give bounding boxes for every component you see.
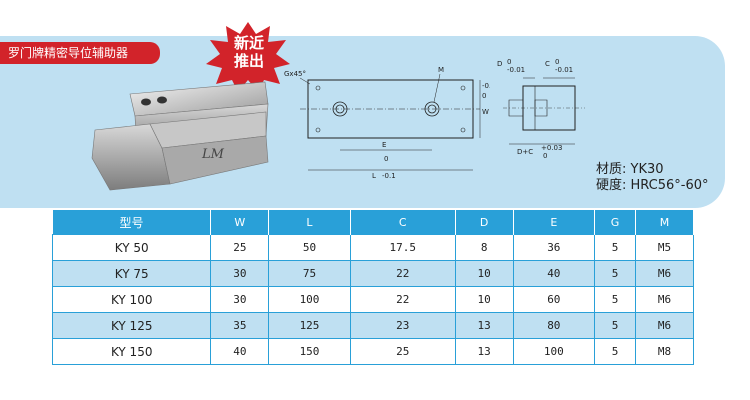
cell-d: 13 [454,312,514,339]
cell-m: M6 [635,286,694,313]
hardness-line: 硬度: HRC56°-60° [596,178,709,193]
spec-table-header-row: 型号 W L C D E G M [52,210,694,235]
cell-c: 22 [349,260,456,287]
header-m: M [635,210,694,235]
c-tol-upper: 0 [555,58,559,66]
d-label: D [497,60,502,68]
c-tol-lower: -0.01 [555,66,573,74]
spec-table: 型号 W L C D E G M KY 50 25 50 17.5 8 36 5… [51,210,694,365]
cell-d: 10 [454,286,514,313]
cell-model: KY 150 [51,338,212,365]
dc-tol-upper: +0.03 [541,144,562,152]
cell-c: 22 [349,286,456,313]
m-label: M [438,66,444,74]
cell-g: 5 [594,260,637,287]
part-logo: LM [201,147,225,162]
cell-m: M8 [635,338,694,365]
cell-m: M5 [635,234,694,261]
cell-w: 30 [210,260,270,287]
cell-c: 25 [349,338,456,365]
e-label: E [382,141,386,149]
cell-e: 100 [512,338,596,365]
header-g: G [594,210,637,235]
c-label: C [545,60,550,68]
chamfer-label: Gx45° [284,70,306,78]
cell-d: 8 [454,234,514,261]
cell-e: 60 [512,286,596,313]
cell-m: M6 [635,260,694,287]
cell-d: 10 [454,260,514,287]
cell-w: 30 [210,286,270,313]
cell-l: 150 [268,338,351,365]
new-badge-line1: 新近 [233,34,264,52]
cell-l: 75 [268,260,351,287]
header-d: D [455,210,514,235]
side-view-drawing: D 0 -0.01 C 0 -0.01 D+C +0.03 0 [497,58,585,160]
table-row: KY 50 25 50 17.5 8 36 5 M5 [51,234,694,261]
cell-e: 36 [512,234,596,261]
cell-w: 40 [210,338,270,365]
dc-label: D+C [517,148,533,156]
cell-m: M6 [635,312,694,339]
header-w: W [210,210,270,235]
header-c: C [350,210,456,235]
d-tol-lower: -0.01 [507,66,525,74]
cell-e: 80 [512,312,596,339]
guide-part-image: LM [91,81,269,191]
top-view-drawing: Gx45° M E 0 L -0.1 W 0 -0.01 [284,66,490,180]
cell-g: 5 [594,338,637,365]
material-line: 材质: YK30 [596,162,664,177]
table-row: KY 125 35 125 23 13 80 5 M6 [51,312,694,339]
cell-g: 5 [594,286,637,313]
cell-model: KY 100 [51,286,212,313]
table-row: KY 100 30 100 22 10 60 5 M6 [51,286,694,313]
cell-model: KY 125 [51,312,212,339]
d-tol-upper: 0 [507,58,511,66]
header-e: E [513,210,596,235]
cell-e: 40 [512,260,596,287]
new-badge-line2: 推出 [233,52,264,70]
table-row: KY 75 30 75 22 10 40 5 M6 [51,260,694,287]
product-title: 罗门牌精密导位辅助器 [0,42,160,64]
cell-l: 50 [268,234,351,261]
material-spec: 材质: YK30 硬度: HRC56°-60° [596,162,709,194]
cell-l: 100 [268,286,351,313]
l-tol-lower: -0.1 [382,172,396,180]
cell-c: 17.5 [349,234,456,261]
cell-d: 13 [454,338,514,365]
cell-g: 5 [594,234,637,261]
cell-model: KY 75 [51,260,212,287]
dc-tol-lower: 0 [543,152,547,160]
new-badge-text: 新近 推出 [228,34,270,70]
cell-w: 25 [210,234,270,261]
w-tol-upper: 0 [482,92,486,100]
table-row: KY 150 40 150 25 13 100 5 M8 [51,338,694,365]
header-l: L [268,210,351,235]
w-label: W [482,108,489,116]
cell-g: 5 [594,312,637,339]
cell-model: KY 50 [51,234,212,261]
new-badge-starburst-icon [206,22,290,92]
header-model: 型号 [52,210,212,235]
w-tol-lower: -0.01 [482,82,490,90]
l-tol-upper: 0 [384,155,388,163]
l-label: L [372,172,376,180]
cell-l: 125 [268,312,351,339]
cell-w: 35 [210,312,270,339]
cell-c: 23 [349,312,456,339]
